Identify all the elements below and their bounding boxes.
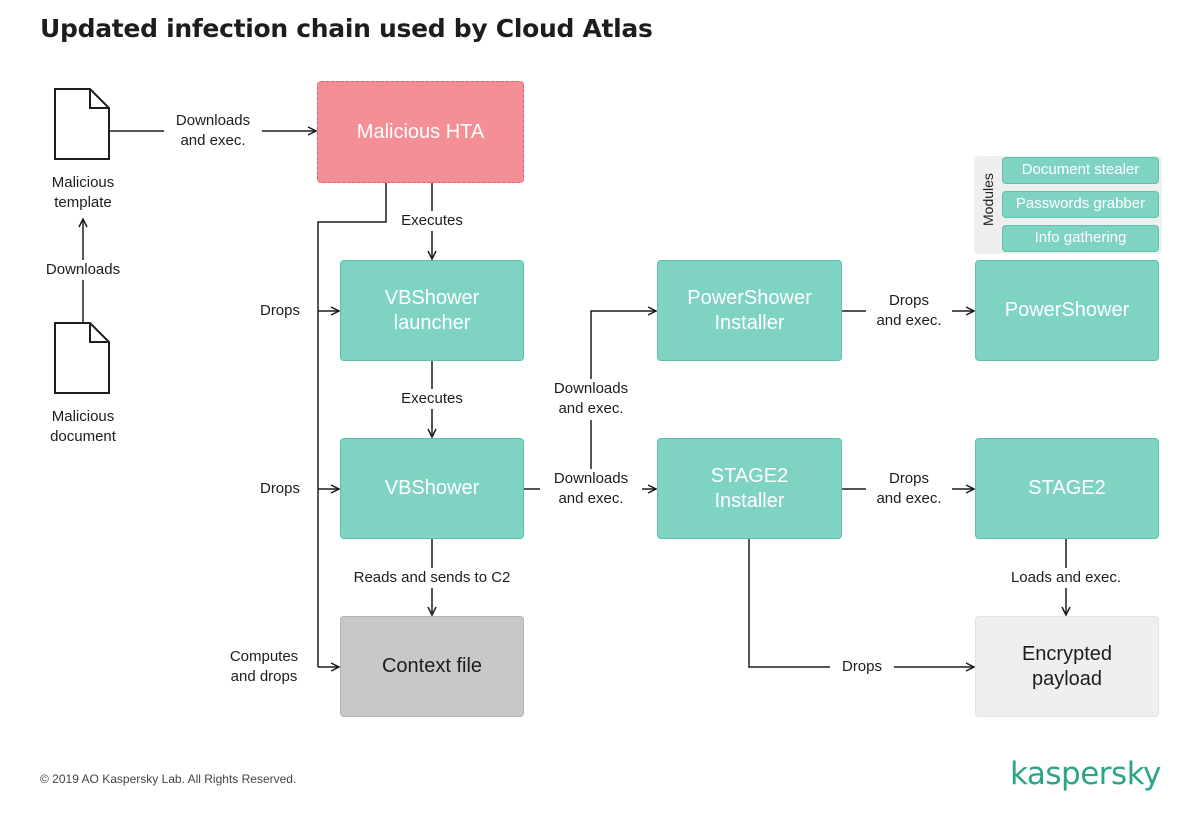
label-drops-exec-stage2: Drops and exec. [866, 469, 952, 510]
label-drops-exec-ps: Drops and exec. [866, 291, 952, 332]
label-downloads-exec-hta: Downloads and exec. [164, 111, 262, 152]
edge-vbshower-to-ps-installer [590, 311, 656, 489]
edge-hta-trunk [317, 183, 387, 667]
vbshower-launcher-box: VBShower launcher [340, 260, 524, 361]
context-file-box: Context file [340, 616, 524, 717]
label-loads-exec: Loads and exec. [1000, 568, 1132, 589]
page-title: Updated infection chain used by Cloud At… [40, 14, 653, 43]
malicious-hta-box: Malicious HTA [317, 81, 524, 183]
label-reads-sends-c2: Reads and sends to C2 [342, 568, 522, 589]
malicious-template-label: Malicious template [51, 174, 115, 212]
stage2-installer-box: STAGE2 Installer [657, 438, 842, 539]
label-downloads-exec-ps: Downloads and exec. [540, 379, 642, 420]
malicious-document-icon [54, 322, 110, 394]
template-document-icon [54, 88, 110, 160]
module-document-stealer: Document stealer [1002, 157, 1159, 184]
module-info-gathering: Info gathering [1002, 225, 1159, 252]
kaspersky-logo: kaspersky [1010, 756, 1161, 792]
label-downloads-doc: Downloads [38, 260, 128, 281]
module-passwords-grabber: Passwords grabber [1002, 191, 1159, 218]
label-drops-vbshower: Drops [250, 479, 310, 500]
modules-label: Modules [980, 173, 996, 226]
powershower-installer-box: PowerShower Installer [657, 260, 842, 361]
vbshower-box: VBShower [340, 438, 524, 539]
encrypted-payload-box: Encrypted payload [975, 616, 1159, 717]
label-downloads-exec-stage2: Downloads and exec. [540, 469, 642, 510]
malicious-document-label: Malicious document [50, 408, 116, 446]
label-drops-payload: Drops [830, 657, 894, 678]
edge-stage2-installer-to-payload [748, 539, 974, 667]
label-executes-1: Executes [392, 211, 472, 232]
label-executes-2: Executes [392, 389, 472, 410]
powershower-box: PowerShower [975, 260, 1159, 361]
label-computes-drops: Computes and drops [216, 647, 312, 688]
copyright-footer: © 2019 AO Kaspersky Lab. All Rights Rese… [40, 772, 297, 786]
stage2-box: STAGE2 [975, 438, 1159, 539]
label-drops-launcher: Drops [250, 301, 310, 322]
